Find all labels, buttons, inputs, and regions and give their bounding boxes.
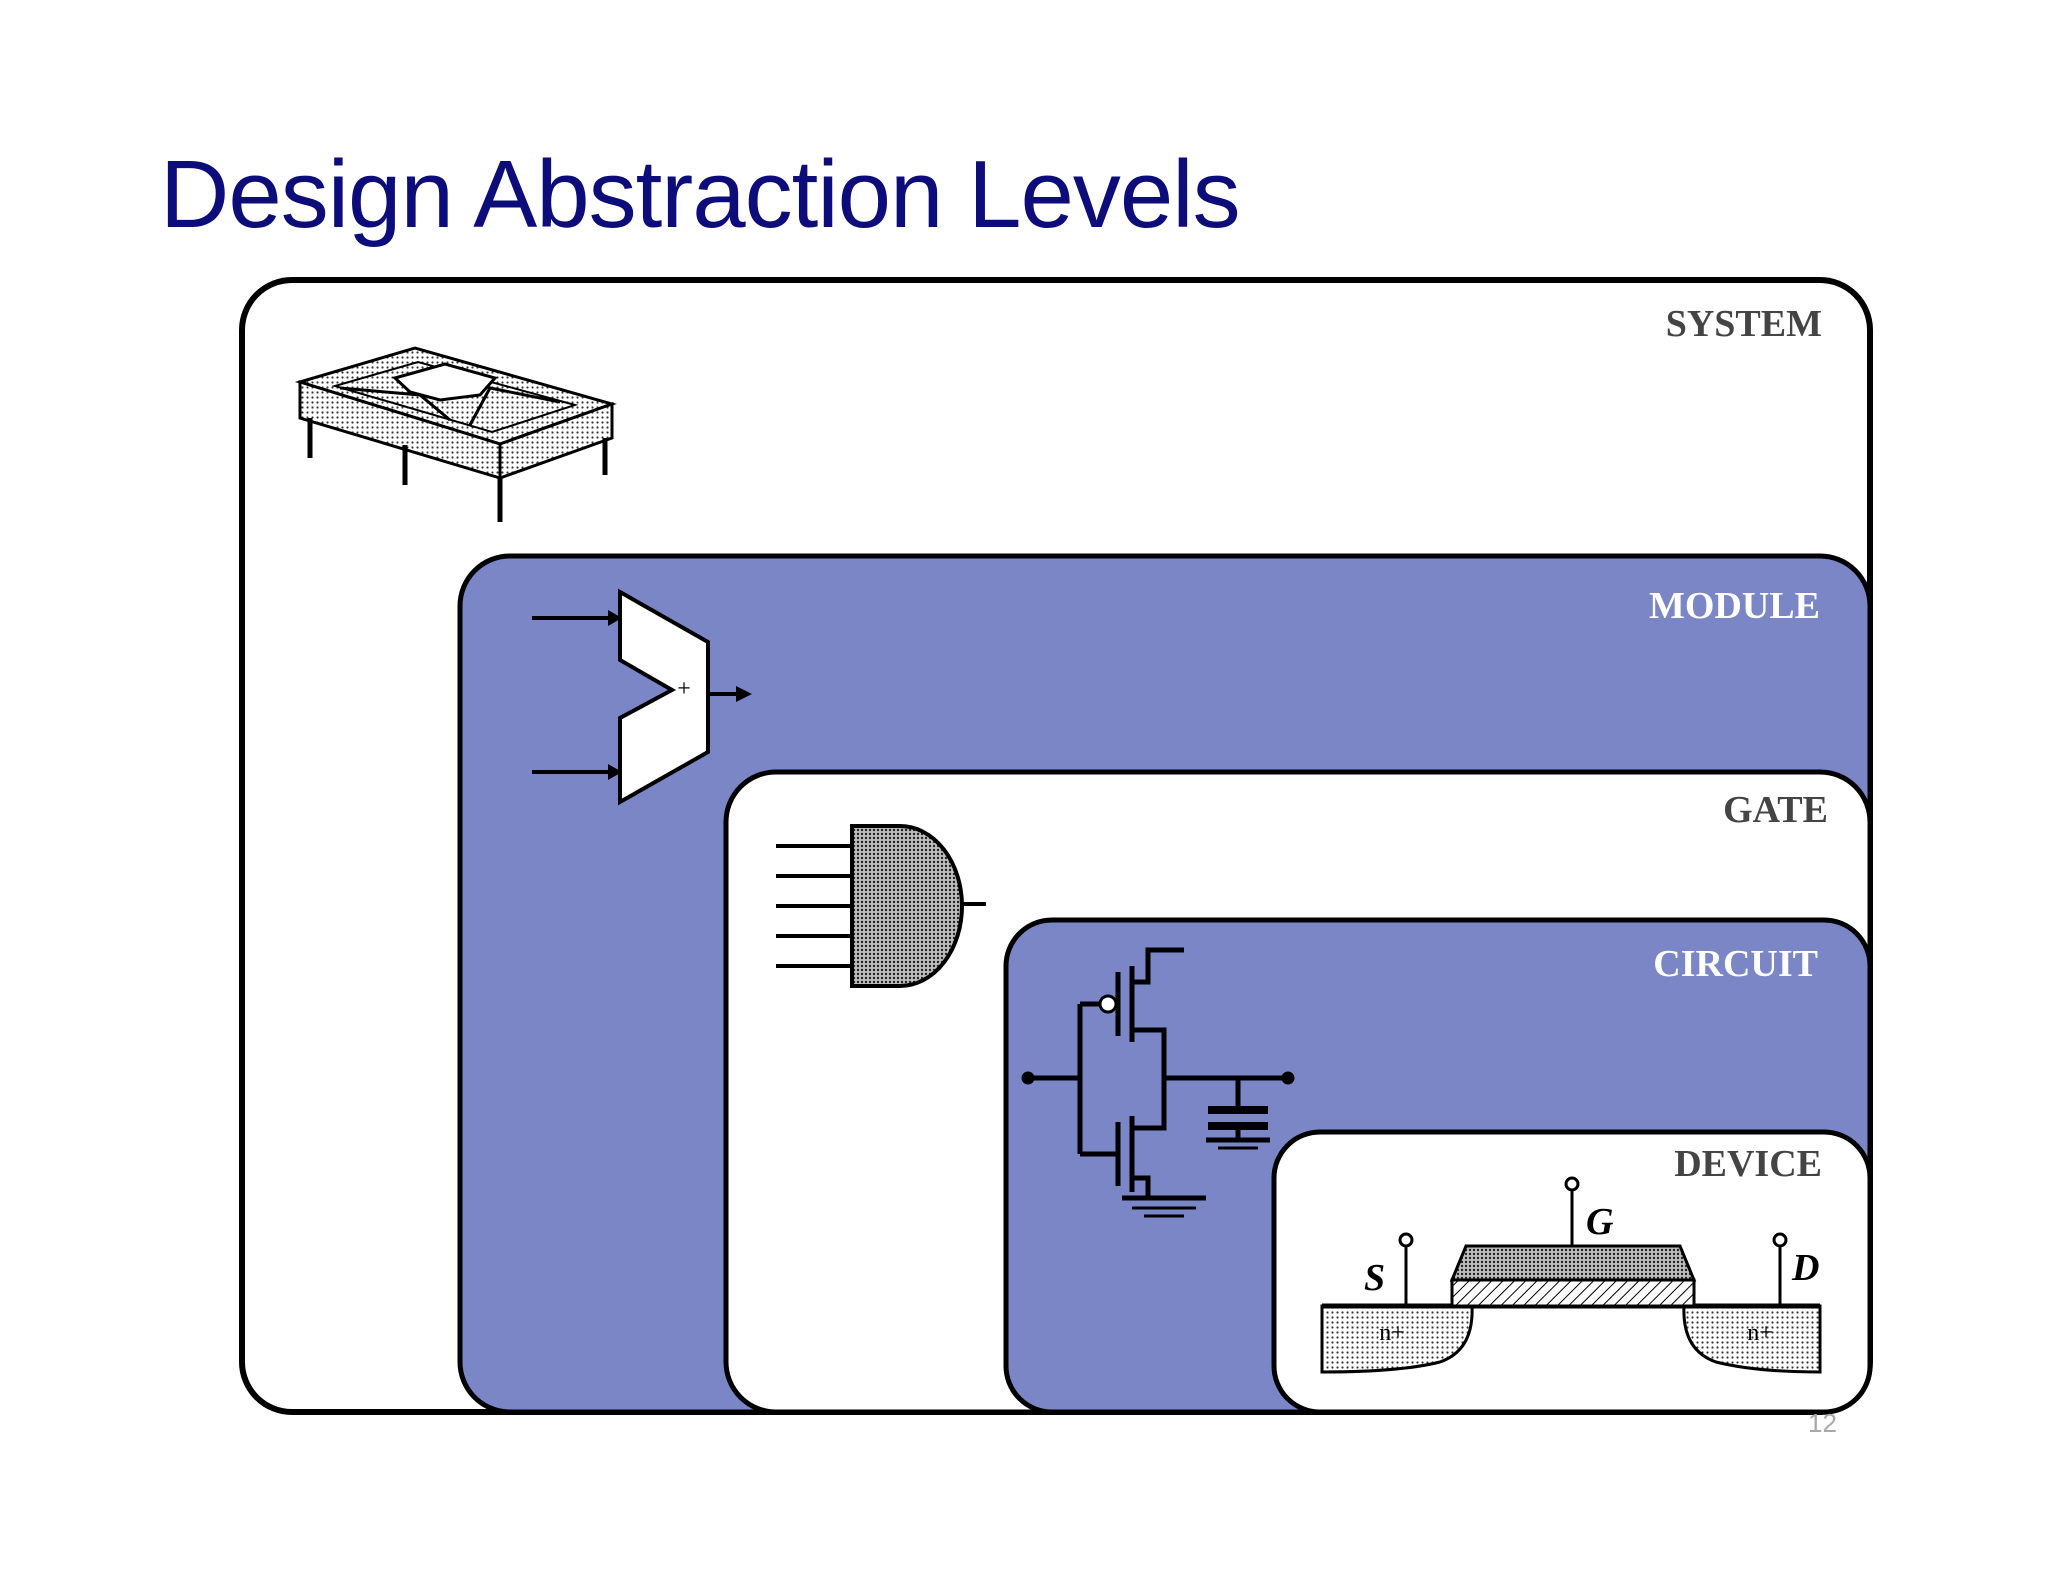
drain-doping-label: n+	[1747, 1320, 1773, 1346]
slide-title: Design Abstraction Levels	[160, 141, 1241, 248]
gate-terminal-label: G	[1586, 1201, 1614, 1243]
device-label: DEVICE	[1674, 1143, 1822, 1185]
source-terminal-label: S	[1364, 1257, 1385, 1299]
cmos-inverter-icon	[1021, 947, 1295, 1218]
and-gate-icon	[776, 824, 986, 988]
source-doping-label: n+	[1379, 1320, 1405, 1346]
gate-label: GATE	[1723, 789, 1828, 831]
page-number: 12	[1808, 1408, 1837, 1438]
drain-terminal-label: D	[1791, 1247, 1819, 1289]
adder-plus-sign: +	[677, 676, 691, 702]
chip-package-icon	[294, 346, 617, 522]
circuit-label: CIRCUIT	[1653, 943, 1818, 985]
device-level: DEVICE S G D n+ n+	[1271, 1129, 1873, 1415]
adder-icon: +	[532, 588, 752, 806]
module-label: MODULE	[1649, 585, 1820, 627]
system-label: SYSTEM	[1666, 303, 1822, 345]
mosfet-cross-section-icon	[1320, 1176, 1822, 1374]
